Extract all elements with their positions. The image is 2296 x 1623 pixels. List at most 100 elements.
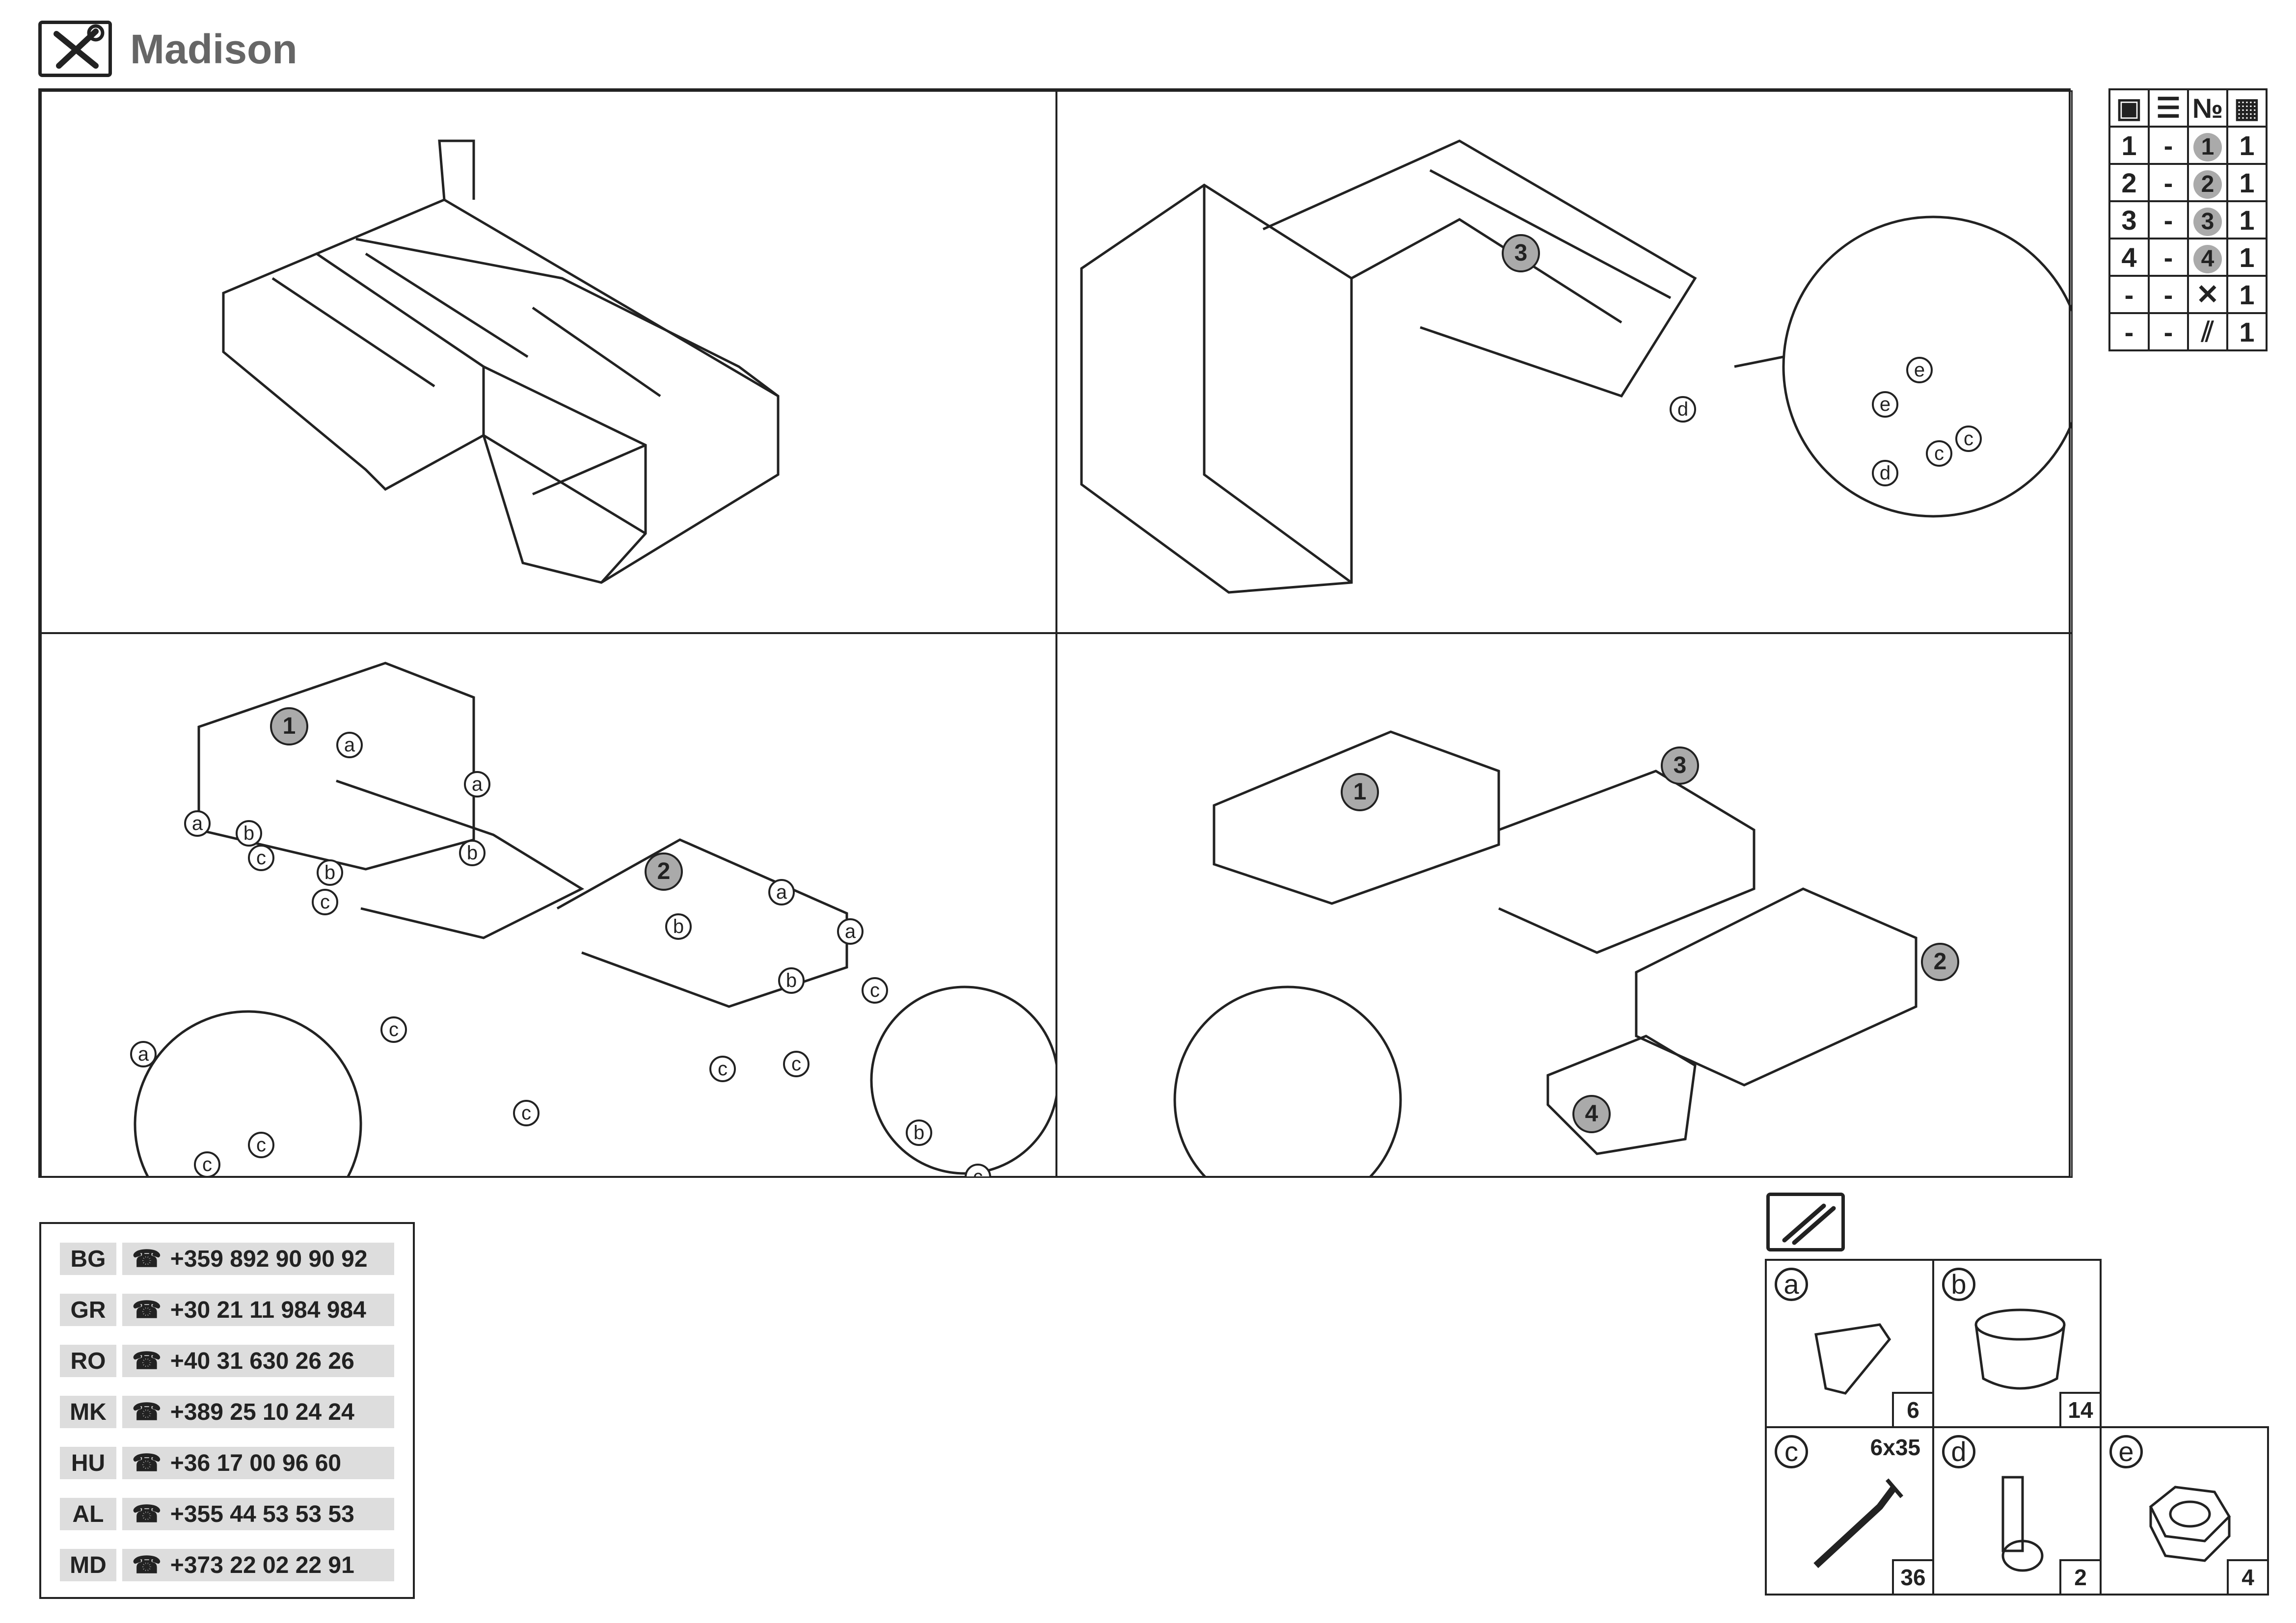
- phone-number[interactable]: +40 31 630 26 26: [170, 1348, 354, 1374]
- phone-icon: ☎: [132, 1297, 162, 1323]
- step-badge-2: 2: [645, 852, 683, 891]
- package-number: 4: [2108, 238, 2150, 277]
- legs-drawing: [134, 662, 1056, 1176]
- hardware-qty: 36: [1892, 1559, 1932, 1594]
- dash: -: [2148, 126, 2189, 165]
- label-d: d: [1872, 460, 1898, 486]
- part-number: 1: [2187, 126, 2228, 165]
- page-title: Madison: [130, 26, 297, 72]
- hardware-size: 6x35: [1870, 1435, 1920, 1460]
- tools-icon: ✕: [2187, 275, 2228, 314]
- part-number-badge: 3: [2193, 208, 2222, 236]
- part-number: 3: [2187, 200, 2228, 239]
- phone-icon: ☎: [132, 1552, 162, 1578]
- phone-row: RO ☎+40 31 630 26 26: [60, 1345, 394, 1377]
- phone-row: AL ☎+355 44 53 53 53: [60, 1498, 394, 1530]
- hardware-letter: d: [1942, 1435, 1975, 1468]
- phone-icon: ☎: [132, 1450, 162, 1476]
- part-number: 2: [2187, 163, 2228, 202]
- phone-number-box: ☎ +36 17 00 96 60: [122, 1447, 394, 1479]
- phone-number[interactable]: +373 22 02 22 91: [170, 1552, 354, 1578]
- phone-icon: ☎: [132, 1246, 162, 1272]
- label-c: c: [1955, 426, 1982, 452]
- mechanism-drawing: [1080, 139, 2071, 594]
- label-a: a: [184, 810, 211, 837]
- phone-number[interactable]: +355 44 53 53 53: [170, 1501, 354, 1527]
- package-number: -: [2108, 312, 2150, 351]
- parts-row: 4 - 4 1: [2108, 238, 2268, 277]
- hardware-qty: 14: [2059, 1392, 2100, 1426]
- panel-assembled-sofa: [40, 90, 1057, 634]
- phone-number-box: ☎ +359 892 90 90 92: [122, 1243, 394, 1275]
- dash: -: [2148, 275, 2189, 314]
- part-qty: 1: [2226, 238, 2268, 277]
- label-b: b: [906, 1119, 932, 1146]
- parts-row: 3 - 3 1: [2108, 200, 2268, 239]
- parts-row: - - ✕ 1: [2108, 275, 2268, 314]
- box-icon: ▣: [2108, 88, 2150, 128]
- step-badge-1: 1: [270, 707, 308, 745]
- connector-plate-icon: [2001, 1476, 2044, 1572]
- phone-number[interactable]: +30 21 11 984 984: [170, 1297, 366, 1323]
- parts-row: - - ⫽ 1: [2108, 312, 2268, 351]
- panel-connection: 1 3 2 4: [1055, 632, 2073, 1178]
- phone-icon: ☎: [132, 1501, 162, 1527]
- phone-number[interactable]: +389 25 10 24 24: [170, 1399, 354, 1425]
- step-badge-1: 1: [1341, 773, 1379, 811]
- number-sign-header: №: [2187, 88, 2228, 128]
- label-e: e: [1872, 391, 1898, 418]
- parts-row: 2 - 2 1: [2108, 163, 2268, 202]
- part-qty: 1: [2226, 312, 2268, 351]
- hardware-item-d: d 2: [1932, 1426, 2102, 1596]
- hardware-icon: ⫽: [2187, 312, 2228, 351]
- hardware-letter: a: [1775, 1268, 1808, 1301]
- country-code: GR: [60, 1294, 116, 1326]
- part-number: 4: [2187, 238, 2228, 277]
- label-c: c: [783, 1051, 810, 1077]
- assembly-panels: 3 d e e c c d 1 2 a a a a a a b b b b: [38, 88, 2073, 1178]
- label-c: c: [709, 1056, 736, 1082]
- dash: -: [2148, 200, 2189, 239]
- phone-number[interactable]: +359 892 90 90 92: [170, 1246, 368, 1272]
- country-code: MK: [60, 1396, 116, 1428]
- parts-table-header: ▣ ☰ № ▦: [2108, 88, 2268, 128]
- phone-number-box: ☎ +373 22 02 22 91: [122, 1549, 394, 1581]
- stack-icon: ☰: [2148, 88, 2189, 128]
- hardware-letter: e: [2109, 1435, 2143, 1468]
- label-b: b: [665, 913, 692, 940]
- label-a: a: [130, 1041, 157, 1067]
- part-number-badge: 1: [2193, 133, 2222, 161]
- part-number-badge: 4: [2193, 245, 2222, 273]
- label-d: d: [1670, 396, 1696, 423]
- phone-number-box: ☎+40 31 630 26 26: [122, 1345, 394, 1377]
- hardware-icon: [1766, 1193, 1845, 1251]
- part-qty: 1: [2226, 163, 2268, 202]
- step-badge-4: 4: [1572, 1095, 1611, 1133]
- hardware-letter: c: [1775, 1435, 1808, 1468]
- step-badge-3: 3: [1502, 234, 1540, 272]
- phone-icon: ☎: [132, 1399, 162, 1425]
- label-b: b: [236, 820, 262, 847]
- hardware-item-a: a 6: [1765, 1259, 1934, 1428]
- hardware-letter: b: [1942, 1268, 1975, 1301]
- label-b: b: [459, 840, 486, 866]
- panel-legs: 1 2 a a a a a a b b b b b b c c c c c c …: [40, 632, 1057, 1178]
- label-c: c: [862, 977, 888, 1004]
- package-number: 1: [2108, 126, 2150, 165]
- hardware-item-e: e 4: [2100, 1426, 2269, 1596]
- phone-number[interactable]: +36 17 00 96 60: [170, 1450, 342, 1476]
- phone-row: BG ☎ +359 892 90 90 92: [60, 1243, 394, 1275]
- furniture-leg-icon: [1974, 1308, 2066, 1390]
- tools-icon: [38, 21, 112, 77]
- package-number: 3: [2108, 200, 2150, 239]
- support-phones: BG ☎ +359 892 90 90 92 GR ☎ +30 21 11 984 …: [39, 1222, 415, 1599]
- part-qty: 1: [2226, 200, 2268, 239]
- hex-nut-icon: [2149, 1486, 2231, 1562]
- step-badge-3: 3: [1661, 746, 1699, 785]
- pieces-icon: ▦: [2226, 88, 2268, 128]
- phone-number-box: ☎ +389 25 10 24 24: [122, 1396, 394, 1428]
- connection-drawing: [1173, 730, 1918, 1176]
- phone-row: MK ☎ +389 25 10 24 24: [60, 1396, 394, 1428]
- dash: -: [2148, 163, 2189, 202]
- country-code: BG: [60, 1243, 116, 1275]
